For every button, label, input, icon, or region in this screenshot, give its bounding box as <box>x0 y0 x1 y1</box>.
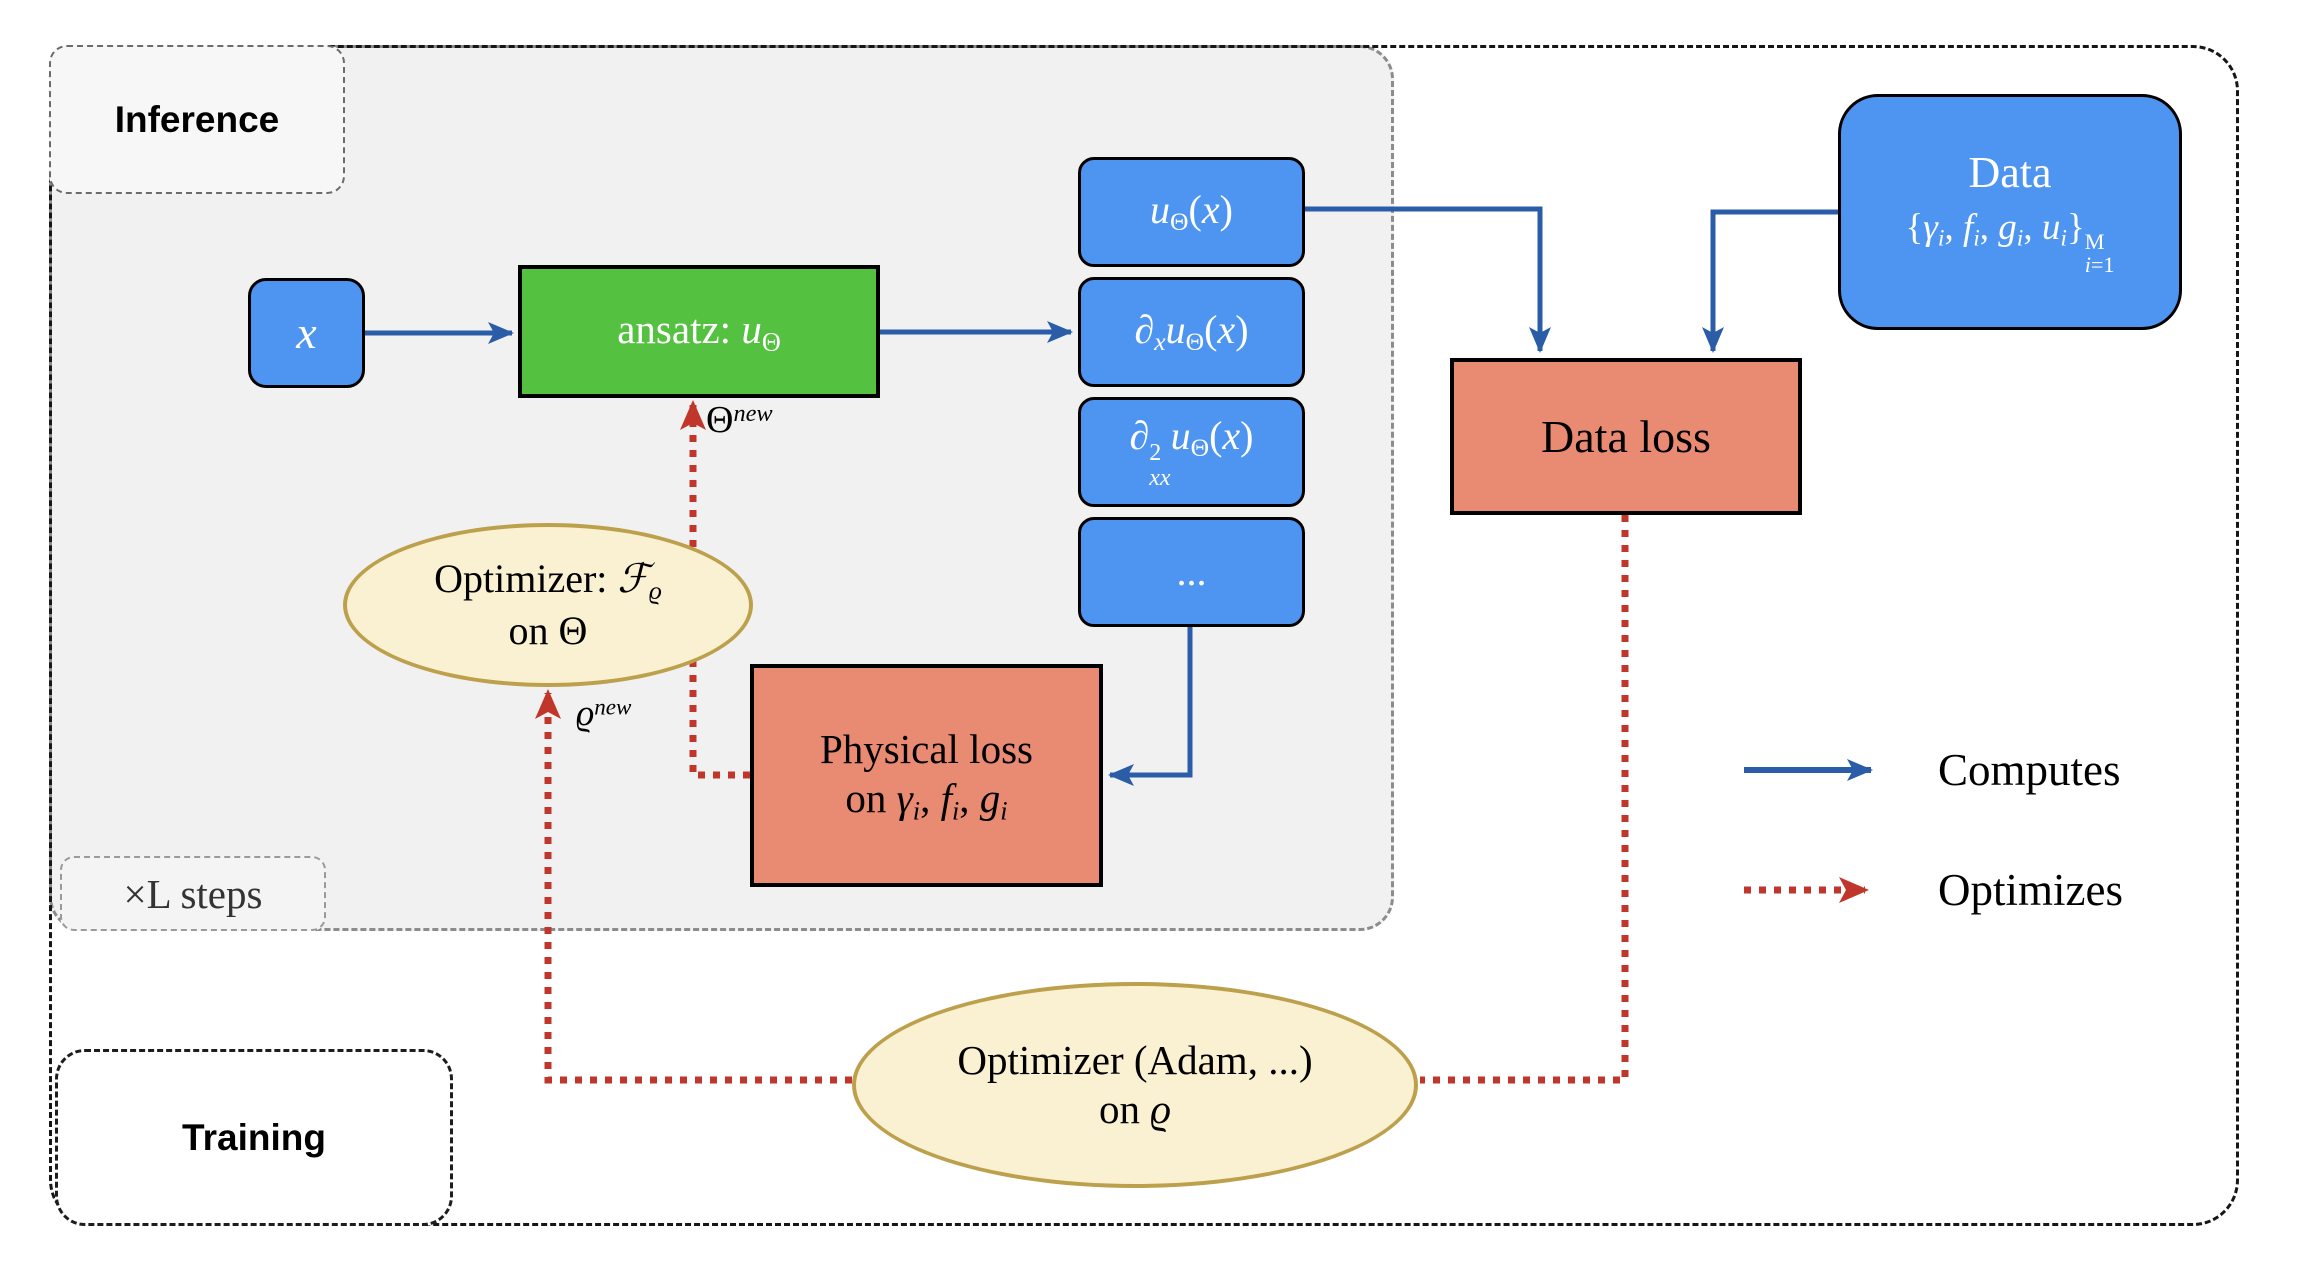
data-title: Data <box>1968 148 2052 198</box>
data-loss-label: Data loss <box>1541 410 1711 462</box>
physical-loss-node: Physical loss on γi, fi, gi <box>750 664 1103 887</box>
output-u-label: uΘ(x) <box>1150 187 1233 237</box>
inner-optimizer-line2: on Θ <box>508 607 588 653</box>
output-ellipsis-node: ... <box>1078 517 1305 627</box>
training-label-frame: Training <box>55 1049 453 1226</box>
wire-dataloss-to-optimizer <box>1420 515 1629 1084</box>
xl-steps-label: ×L steps <box>123 870 263 917</box>
output-dx-node: ∂xuΘ(x) <box>1078 277 1305 387</box>
arrow-dots-to-physloss <box>1108 627 1193 786</box>
arrow-output-to-dataloss <box>1305 206 1551 353</box>
legend-computes-label: Computes <box>1938 745 2121 795</box>
ansatz-label: ansatz: uΘ <box>617 306 781 357</box>
arrow-optimizer-to-inner-optimizer <box>535 689 852 1084</box>
legend-optimizes-label: Optimizes <box>1938 865 2123 915</box>
data-loss-node: Data loss <box>1450 358 1802 515</box>
outer-optimizer-line2: on ϱ <box>1098 1086 1172 1132</box>
outer-optimizer-line1: Optimizer (Adam, ...) <box>957 1036 1313 1083</box>
physical-loss-line2: on γi, fi, gi <box>845 774 1008 826</box>
theta-new-label: Θnew <box>706 399 773 441</box>
xl-steps-frame: ×L steps <box>60 856 326 931</box>
output-ellipsis-label: ... <box>1176 549 1207 594</box>
ansatz-node: ansatz: uΘ <box>518 265 880 398</box>
output-dx-label: ∂xuΘ(x) <box>1134 307 1249 357</box>
inner-optimizer-line1: Optimizer: ℱϱ <box>434 556 662 606</box>
rho-new-label: ϱnew <box>576 693 632 733</box>
arrow-physloss-to-ansatz <box>680 400 750 779</box>
physical-loss-line1: Physical loss <box>820 725 1033 772</box>
inner-optimizer-node: Optimizer: ℱϱ on Θ <box>343 523 753 687</box>
input-x-node: x <box>248 278 365 388</box>
inference-label: Inference <box>114 98 280 140</box>
outer-optimizer-node: Optimizer (Adam, ...) on ϱ <box>852 982 1418 1188</box>
input-x-label: x <box>296 307 317 359</box>
inference-label-frame: Inference <box>49 45 345 194</box>
training-region-border <box>49 45 2239 1226</box>
arrow-data-to-dataloss <box>1702 209 1838 353</box>
output-u-node: uΘ(x) <box>1078 157 1305 267</box>
training-label: Training <box>182 1116 326 1158</box>
